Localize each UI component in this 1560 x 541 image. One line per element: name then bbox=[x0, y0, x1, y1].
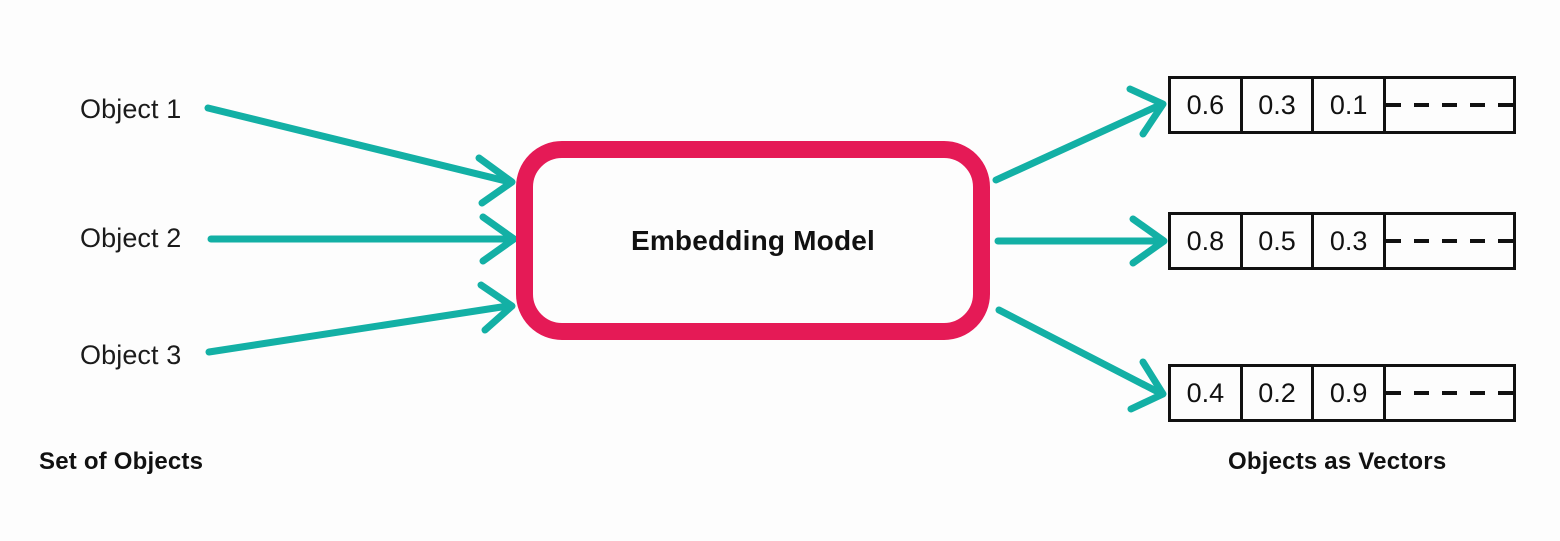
vector-cell: 0.8 bbox=[1171, 215, 1243, 267]
vector-cell: 0.3 bbox=[1243, 79, 1315, 131]
vector-continuation-dashes bbox=[1386, 215, 1514, 267]
vector-row: 0.4 0.2 0.9 bbox=[1168, 364, 1516, 422]
vector-cell: 0.1 bbox=[1314, 79, 1387, 131]
caption-objects-as-vectors: Objects as Vectors bbox=[1228, 448, 1447, 475]
arrow-input-1 bbox=[204, 104, 516, 207]
vector-cell: 0.6 bbox=[1171, 79, 1243, 131]
arrow-input-3 bbox=[205, 281, 516, 356]
vector-cell: 0.5 bbox=[1243, 215, 1315, 267]
arrow-output-1 bbox=[992, 85, 1167, 184]
vector-cell: 0.3 bbox=[1314, 215, 1387, 267]
embedding-model-box: Embedding Model bbox=[516, 141, 990, 340]
arrow-output-3 bbox=[995, 306, 1167, 413]
vector-continuation-dashes bbox=[1386, 79, 1514, 131]
vector-cell: 0.2 bbox=[1243, 367, 1315, 419]
caption-set-of-objects: Set of Objects bbox=[39, 448, 204, 475]
vector-row: 0.6 0.3 0.1 bbox=[1168, 76, 1516, 134]
input-label-object-1: Object 1 bbox=[80, 94, 182, 124]
vector-cell: 0.4 bbox=[1171, 367, 1243, 419]
embedding-model-label: Embedding Model bbox=[630, 224, 876, 256]
vector-continuation-dashes bbox=[1386, 367, 1514, 419]
vector-row: 0.8 0.5 0.3 bbox=[1168, 212, 1516, 270]
arrow-output-2 bbox=[994, 215, 1168, 267]
input-label-object-3: Object 3 bbox=[80, 340, 182, 370]
vector-cell: 0.9 bbox=[1314, 367, 1387, 419]
input-label-object-2: Object 2 bbox=[80, 223, 182, 253]
arrow-input-2 bbox=[207, 213, 518, 265]
